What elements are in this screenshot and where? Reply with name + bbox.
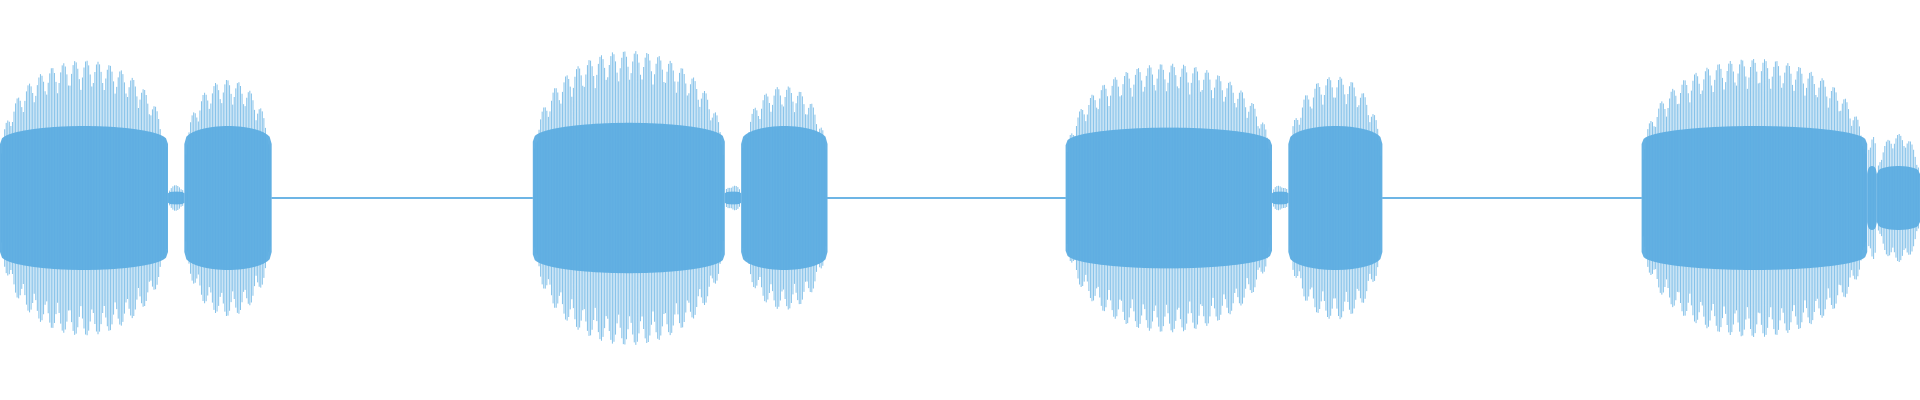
waveform-peaks xyxy=(169,185,184,211)
waveform-segment xyxy=(532,51,725,345)
waveform-peaks xyxy=(1,60,167,336)
waveform-segment xyxy=(724,185,742,211)
waveform-peaks xyxy=(1877,134,1919,262)
waveform-segment xyxy=(1867,137,1877,259)
waveform-segment xyxy=(1876,134,1920,262)
waveform-segment xyxy=(1065,63,1272,333)
waveform-peaks xyxy=(742,86,827,310)
waveform-peaks xyxy=(1868,137,1876,259)
waveform-peaks xyxy=(1289,76,1382,320)
waveform-segment xyxy=(0,60,168,336)
waveform-segment xyxy=(184,80,272,316)
waveform-peaks xyxy=(725,185,740,211)
waveform-peaks xyxy=(1066,63,1271,333)
waveform-segment xyxy=(1288,76,1383,320)
waveform-segment xyxy=(168,185,185,211)
waveform-segment xyxy=(1272,185,1289,211)
waveform-segment xyxy=(1641,58,1868,338)
waveform-segment xyxy=(741,86,828,310)
waveform-peaks xyxy=(1642,58,1867,338)
waveform-peaks xyxy=(1273,185,1288,211)
waveform-core xyxy=(532,122,725,274)
waveform-peaks xyxy=(533,51,724,345)
waveform-peaks xyxy=(185,80,271,316)
